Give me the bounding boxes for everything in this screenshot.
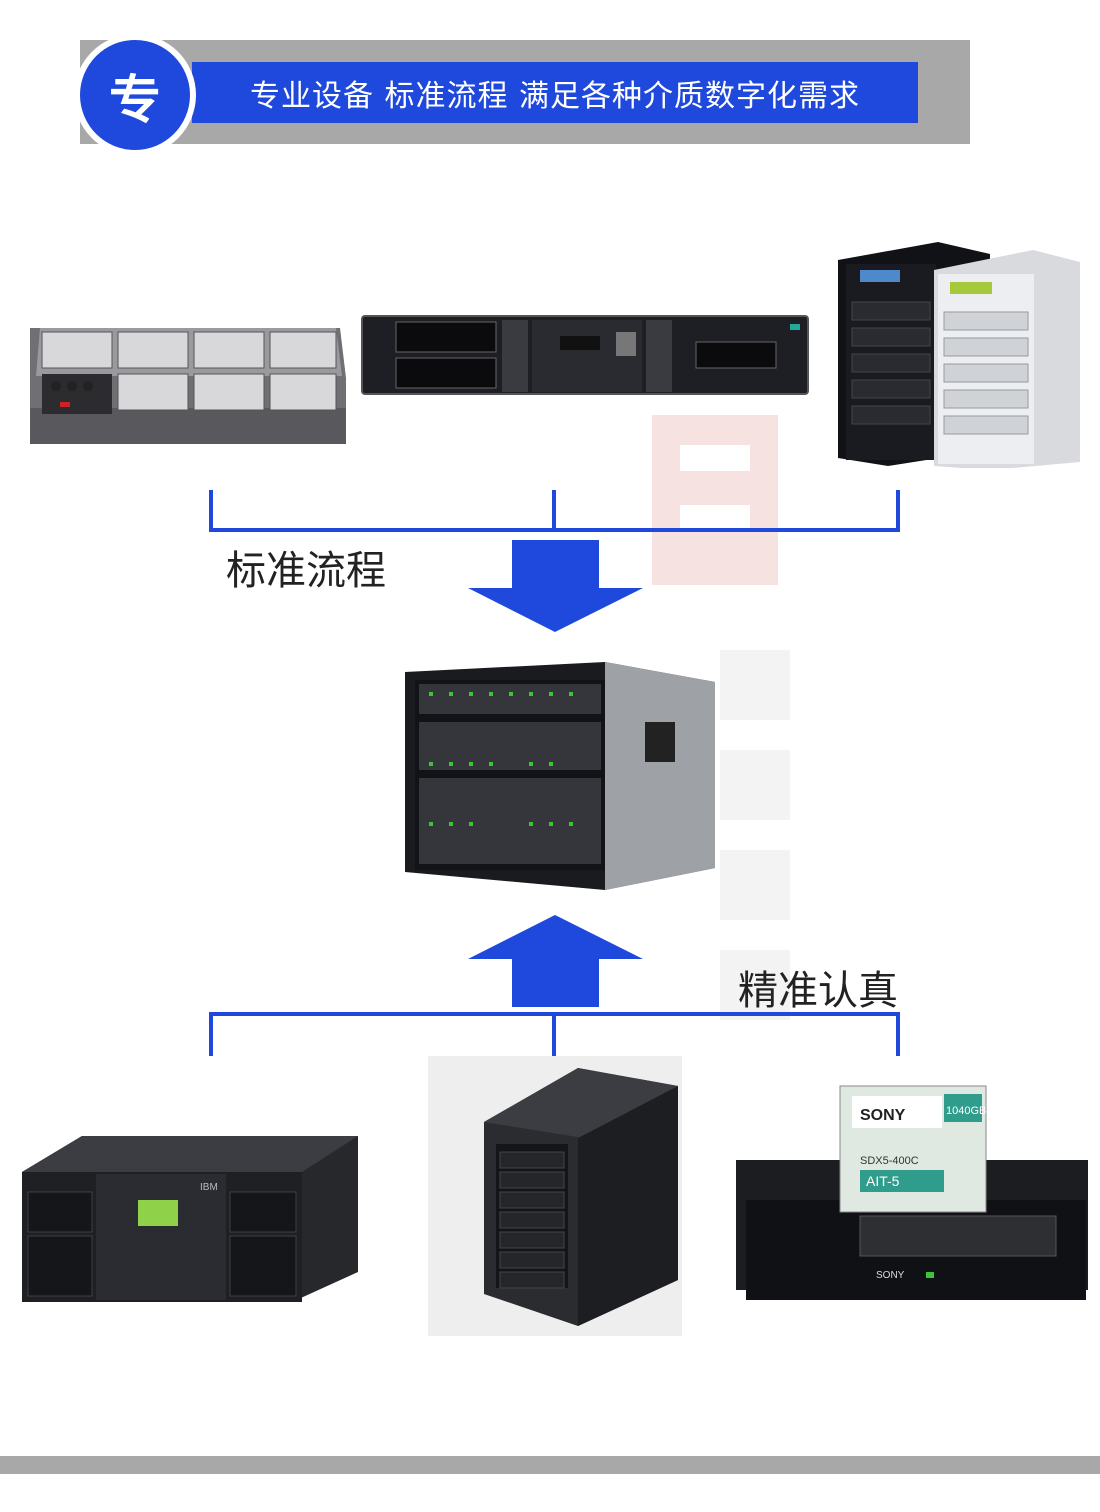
cartridge-capacity: 1040GB	[946, 1105, 986, 1117]
cartridge-brand: SONY	[860, 1107, 906, 1124]
cartridge-series: AIT-5	[866, 1173, 900, 1189]
cassette-duplicator-image	[30, 328, 346, 444]
ibm-tape-library-image: IBM	[22, 1136, 358, 1302]
rack-tape-library-image	[361, 315, 809, 395]
drive-brand: SONY	[876, 1270, 905, 1281]
footer-bar	[0, 1456, 1100, 1474]
top-flow-label: 标准流程	[226, 548, 386, 594]
header-title: 专业设备 标准流程 满足各种介质数字化需求	[249, 78, 861, 114]
header-badge: 专	[80, 40, 190, 150]
down-arrow-icon	[468, 540, 643, 632]
bottom-flow-label: 精准认真	[738, 968, 898, 1014]
header-banner	[192, 62, 918, 123]
raid-tower-image	[428, 1056, 682, 1336]
library-logo: IBM	[200, 1182, 218, 1193]
top-connector-bracket	[209, 490, 900, 532]
disc-duplicator-towers-image	[838, 242, 1080, 468]
watermark-logo	[652, 415, 778, 585]
up-arrow-icon	[468, 915, 643, 1007]
sony-ait-drive-image: SONY 1040GB SDX5-400C AIT-5 SONY	[736, 1085, 1088, 1300]
watermark-text	[720, 650, 790, 1020]
bottom-connector-bracket	[209, 1012, 900, 1056]
cartridge-model: SDX5-400C	[860, 1155, 919, 1167]
blade-server-chassis-image	[405, 662, 715, 890]
